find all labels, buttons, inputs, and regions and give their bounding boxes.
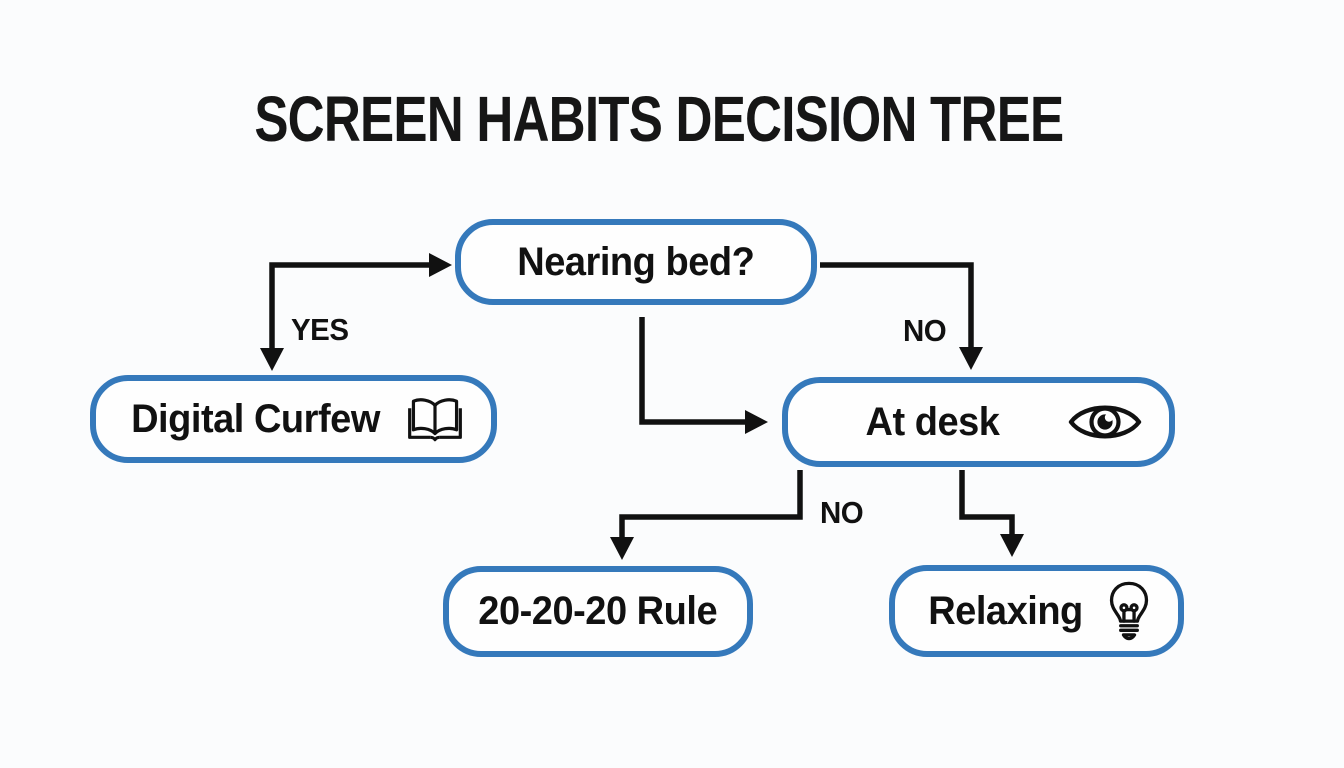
page-title-wrap: SCREEN HABITS DECISION TREE — [0, 82, 1344, 156]
node-relaxing-label: Relaxing — [928, 588, 1083, 633]
arrowhead-into-at-desk-top — [959, 347, 983, 370]
arrowhead-into-digital-curfew — [260, 348, 284, 371]
edge-relax-line — [959, 470, 1015, 538]
node-nearing-bed: Nearing bed? — [455, 219, 817, 305]
lightbulb-icon — [1106, 580, 1152, 642]
arrowhead-into-at-desk-left — [745, 410, 768, 434]
node-at-desk: At desk — [782, 377, 1175, 467]
edge-middle-line — [639, 317, 750, 425]
edge-no-top-line — [820, 262, 974, 351]
node-20-20-20-rule: 20-20-20 Rule — [443, 566, 753, 657]
open-book-icon — [405, 396, 465, 443]
edge-label-no-bottom: NO — [820, 495, 864, 530]
node-20-20-20-rule-label: 20-20-20 Rule — [478, 589, 718, 633]
arrowhead-into-relaxing — [1000, 534, 1024, 557]
node-nearing-bed-label: Nearing bed? — [517, 239, 755, 284]
edge-label-yes: YES — [291, 312, 349, 347]
node-digital-curfew: Digital Curfew — [90, 375, 497, 463]
page-title: SCREEN HABITS DECISION TREE — [254, 83, 1065, 155]
eye-icon — [1067, 397, 1143, 447]
edge-no-bottom-line — [619, 470, 803, 541]
edge-label-no-top: NO — [903, 313, 947, 348]
node-digital-curfew-label: Digital Curfew — [131, 396, 380, 441]
node-relaxing: Relaxing — [889, 565, 1184, 657]
node-at-desk-label: At desk — [865, 399, 1000, 444]
arrowhead-into-rule — [610, 537, 634, 560]
arrowhead-into-nearing-bed — [429, 253, 452, 277]
